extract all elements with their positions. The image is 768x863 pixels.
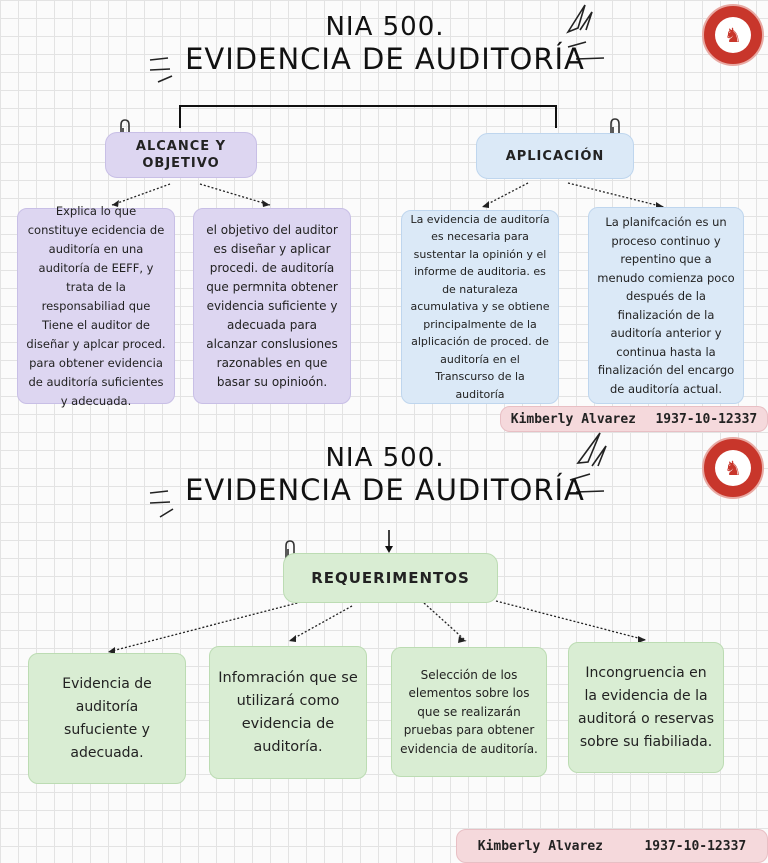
bottom-title-line1: NIA 500.: [325, 443, 445, 473]
title-decoration: [149, 4, 607, 518]
top-title: NIA 500. EVIDENCIA DE AUDITORÍA: [150, 12, 620, 76]
arrow-req-2: [288, 605, 353, 642]
card-alcance-2-text: el objetivo del auditor es diseñar y apl…: [206, 222, 338, 389]
university-logo-top: ♞: [702, 4, 764, 66]
bottom-title: NIA 500. EVIDENCIA DE AUDITORÍA: [150, 443, 620, 507]
branch-aplicacion: APLICACIÓN: [476, 133, 634, 179]
card-aplicacion-1: La evidencia de auditoría es necesaria p…: [401, 210, 559, 404]
card-req-2: Infomración que se utilizará como eviden…: [209, 646, 367, 779]
card-aplicacion-2-text: La planifcación es un proceso continuo y…: [597, 215, 735, 396]
arrow-req-1: [107, 600, 306, 653]
arrow-alcance-right: [199, 183, 271, 206]
arrow-aplicacion-right: [567, 182, 665, 208]
signature-top-id: 1937-10-12337: [655, 411, 758, 427]
signature-bottom-id: 1937-10-12337: [644, 838, 747, 854]
card-req-3: Selección de los elementos sobre los que…: [391, 647, 547, 777]
card-req-1: Evidencia de auditoría sufuciente y adec…: [28, 653, 186, 784]
card-req-4: Incongruencia en la evidencia de la audi…: [568, 642, 724, 773]
branch-requerimientos: REQUERIMENTOS: [283, 553, 498, 603]
signature-bottom-name: Kimberly Alvarez: [477, 838, 603, 854]
logo-figure-icon: ♞: [724, 456, 742, 480]
signature-bottom: Kimberly Alvarez 1937-10-12337: [456, 829, 768, 863]
logo-figure-icon: ♞: [724, 23, 742, 47]
top-bracket: [179, 105, 557, 128]
top-title-line1: NIA 500.: [325, 12, 445, 42]
signature-top: Kimberly Alvarez 1937-10-12337: [500, 406, 768, 432]
card-alcance-1-text: Explica lo que constituye ecidencia de a…: [26, 203, 166, 408]
top-title-line2: EVIDENCIA DE AUDITORÍA: [185, 42, 585, 76]
card-req-3-text: Selección de los elementos sobre los que…: [400, 667, 538, 756]
university-logo-bottom: ♞: [702, 437, 764, 499]
arrow-req-4: [495, 600, 647, 641]
card-req-4-text: Incongruencia en la evidencia de la audi…: [578, 664, 714, 750]
card-alcance-2: el objetivo del auditor es diseñar y apl…: [193, 208, 351, 404]
card-req-2-text: Infomración que se utilizará como eviden…: [218, 669, 358, 755]
card-alcance-1: Explica lo que constituye ecidencia de a…: [17, 204, 175, 408]
card-aplicacion-1-text: La evidencia de auditoría es necesaria p…: [410, 212, 550, 401]
branch-alcance-objetivo: ALCANCE Y OBJETIVO: [105, 132, 257, 178]
card-req-1-text: Evidencia de auditoría sufuciente y adec…: [62, 675, 152, 761]
signature-top-name: Kimberly Alvarez: [510, 411, 636, 427]
arrow-req-3: [423, 602, 467, 642]
arrow-aplicacion-left: [481, 182, 529, 208]
bottom-title-line2: EVIDENCIA DE AUDITORÍA: [185, 473, 585, 507]
card-aplicacion-2: La planifcación es un proceso continuo y…: [588, 207, 744, 404]
